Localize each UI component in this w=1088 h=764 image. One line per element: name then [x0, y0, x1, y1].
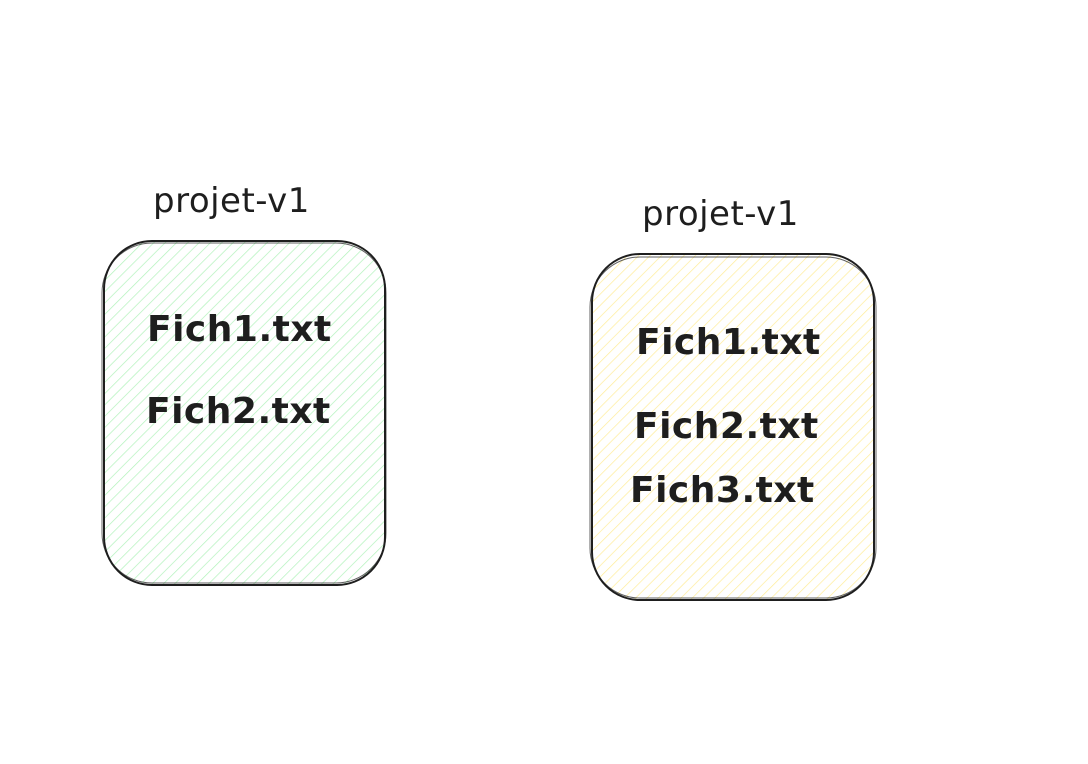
folder-box-1[interactable]	[101, 240, 387, 586]
folder-2-title: projet-v1	[642, 194, 799, 234]
folder-box-2[interactable]	[589, 253, 877, 601]
folder-box-2-sketch-stroke	[589, 256, 877, 599]
folder-box-2-shape	[591, 253, 875, 601]
folder-2-file-3: Fich3.txt	[630, 470, 815, 511]
folder-2-file-2: Fich2.txt	[634, 406, 819, 447]
folder-box-1-sketch-stroke	[101, 242, 387, 584]
folder-2-file-1: Fich1.txt	[636, 322, 821, 363]
folder-box-1-shape	[103, 240, 386, 586]
folder-1-title: projet-v1	[153, 181, 310, 221]
folder-1-file-1: Fich1.txt	[147, 309, 332, 350]
folder-1-file-2: Fich2.txt	[146, 391, 331, 432]
